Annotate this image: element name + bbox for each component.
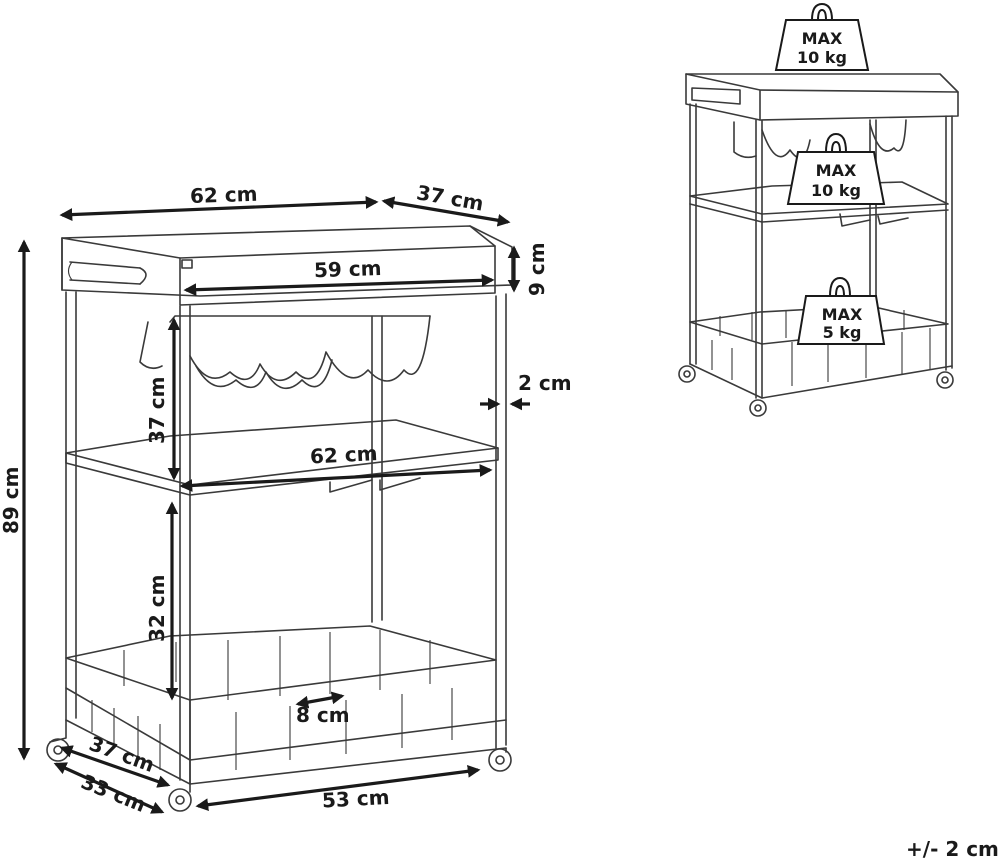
dim-top-width: 62 cm bbox=[190, 182, 258, 208]
dim-total-height: 89 cm bbox=[0, 467, 23, 535]
frame-posts bbox=[65, 291, 507, 785]
weight-3-value: 5 kg bbox=[823, 323, 862, 342]
weight-top-tray: MAX 10 kg bbox=[774, 2, 870, 71]
dim-lower-gap: 32 cm bbox=[145, 575, 169, 643]
dim-base-width: 53 cm bbox=[321, 785, 390, 812]
dimension-arrows bbox=[17, 196, 530, 814]
load-capacity-drawing: MAX 10 kg MAX 10 kg MAX 5 kg bbox=[678, 2, 959, 417]
dimension-labels: 62 cm 37 cm 59 cm 9 cm 89 cm 37 cm 2 cm … bbox=[0, 180, 572, 817]
middle-shelf bbox=[65, 419, 499, 496]
weight-middle-shelf: MAX 10 kg bbox=[786, 132, 886, 205]
dim-tray-inner-width: 59 cm bbox=[314, 256, 382, 282]
dim-slat-spacing: 8 cm bbox=[296, 703, 350, 727]
small-cart bbox=[678, 73, 959, 417]
bar-cart-drawing bbox=[46, 225, 513, 812]
dim-tray-height: 9 cm bbox=[525, 242, 549, 296]
dim-side-gap: 2 cm bbox=[518, 371, 572, 395]
wine-rack bbox=[139, 315, 431, 390]
top-tray bbox=[61, 225, 513, 306]
weight-2-max: MAX bbox=[816, 161, 857, 180]
weight-1-value: 10 kg bbox=[797, 48, 847, 67]
weight-1-max: MAX bbox=[802, 29, 843, 48]
weight-3-max: MAX bbox=[822, 305, 863, 324]
weight-bottom-basket: MAX 5 kg bbox=[796, 276, 886, 345]
tolerance-note: +/- 2 cm bbox=[906, 837, 999, 861]
weight-2-value: 10 kg bbox=[811, 181, 861, 200]
dim-top-depth: 37 cm bbox=[415, 180, 486, 215]
dim-upper-gap: 37 cm bbox=[145, 377, 169, 445]
dim-base-depth-inner: 33 cm bbox=[78, 769, 150, 817]
dim-middle-width: 62 cm bbox=[309, 441, 378, 468]
